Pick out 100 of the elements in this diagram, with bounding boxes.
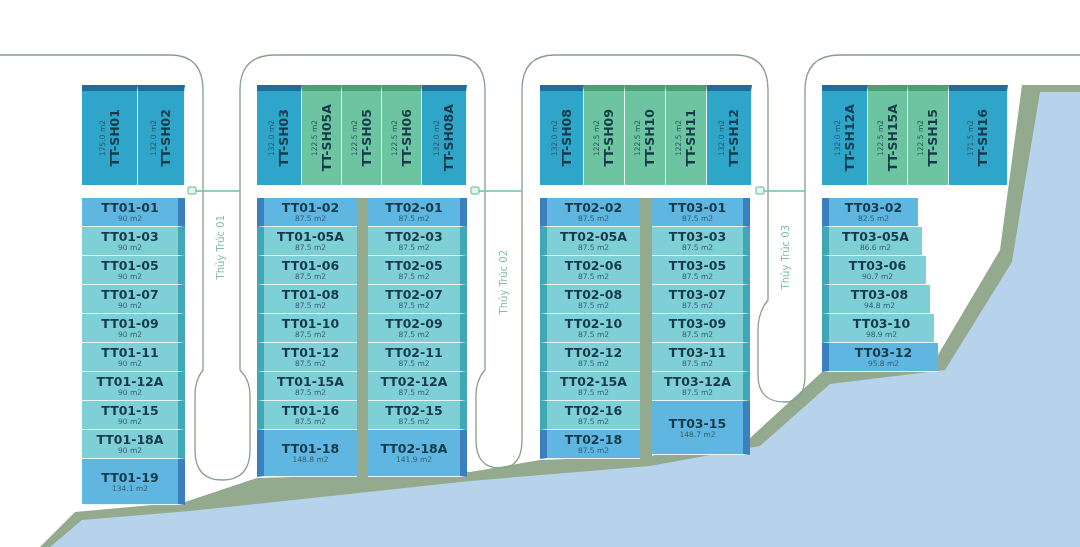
plot-code: TT03-03 — [668, 230, 727, 243]
housing-plot — [822, 285, 930, 314]
shophouse-plot — [822, 85, 868, 185]
shophouse-plot — [868, 85, 908, 185]
plot-code: TT01-02 — [281, 201, 340, 214]
plot-code: TT02-03 — [385, 230, 443, 243]
plot-code: TT03-08 — [850, 288, 909, 301]
plot-code: TT03-15 — [668, 416, 727, 430]
plot-code: TT-SH12 — [726, 109, 741, 167]
plot-code: TT01-12A — [96, 375, 164, 388]
plot-code: TT02-16 — [564, 404, 623, 417]
shophouse-plot — [540, 85, 584, 185]
plot-code: TT03-10 — [852, 317, 911, 330]
plot-code: TT02-05A — [560, 230, 627, 243]
plot-code: TT01-15A — [277, 375, 344, 388]
plot-code: TT02-15 — [385, 404, 443, 417]
plot-code: TT-SH08 — [558, 109, 574, 167]
plot-code: TT-SH15 — [925, 109, 940, 167]
housing-plot — [540, 430, 640, 459]
housing-plot — [257, 343, 357, 372]
plot-code: TT01-07 — [101, 288, 159, 301]
plot-code: TT-SH06 — [398, 109, 414, 167]
plot-code: TT03-05A — [842, 230, 909, 243]
housing-plot — [368, 227, 467, 256]
housing-plot — [540, 372, 640, 401]
housing-plot — [82, 256, 185, 285]
plot-code: TT-SH15A — [884, 104, 900, 172]
housing-plot — [540, 285, 640, 314]
housing-plot — [257, 285, 357, 314]
plot-code: TT-SH02 — [158, 109, 173, 167]
housing-plot — [822, 198, 918, 227]
shophouse-plot — [584, 85, 625, 185]
plot-code: TT-SH03 — [276, 109, 291, 167]
housing-plot — [652, 401, 750, 455]
housing-plot — [822, 343, 938, 372]
housing-plot — [257, 314, 357, 343]
housing-plot — [257, 372, 357, 401]
plot-code: TT-SH11 — [683, 109, 698, 167]
plot-code: TT01-16 — [281, 404, 340, 417]
plot-code: TT03-01 — [668, 201, 727, 214]
plot-code: TT01-18 — [281, 442, 340, 455]
housing-plot — [652, 372, 750, 401]
plot-code: TT03-12A — [664, 375, 731, 388]
housing-plot — [82, 372, 185, 401]
housing-plot — [652, 343, 750, 372]
plot-code: TT02-11 — [385, 346, 443, 359]
plot-code: TT02-12A — [380, 375, 448, 388]
plot-code: TT01-18A — [96, 433, 164, 446]
plot-code: TT-SH16 — [975, 109, 990, 167]
plot-code: TT02-15A — [560, 375, 627, 388]
plot-code: TT-SH10 — [642, 109, 657, 167]
plot-code: TT03-12 — [854, 346, 913, 359]
plot-code: TT-SH05A — [318, 104, 334, 172]
plot-code: TT03-02 — [844, 201, 903, 214]
housing-plot — [540, 198, 640, 227]
housing-plot — [82, 227, 185, 256]
housing-plot — [82, 198, 185, 227]
plot-code: TT02-12 — [564, 346, 623, 359]
shophouse-plot — [138, 85, 185, 185]
housing-plot — [368, 285, 467, 314]
plot-code: TT01-12 — [281, 346, 340, 359]
housing-plot — [652, 227, 750, 256]
housing-plot — [652, 198, 750, 227]
housing-plot — [82, 401, 185, 430]
plot-code: TT02-02 — [564, 201, 623, 214]
housing-plot — [257, 256, 357, 285]
housing-plot — [540, 256, 640, 285]
plot-code: TT-SH09 — [601, 109, 616, 167]
plot-code: TT01-08 — [281, 288, 340, 301]
plot-code: TT01-05A — [277, 230, 344, 243]
plot-code: TT02-10 — [564, 317, 623, 330]
shophouse-plot — [666, 85, 707, 185]
plot-code: TT01-15 — [101, 404, 159, 417]
plot-code: TT01-11 — [101, 346, 159, 359]
housing-plot — [82, 459, 185, 505]
plot-code: TT01-19 — [101, 470, 159, 484]
plot-code: TT02-07 — [385, 288, 443, 301]
housing-plot — [368, 256, 467, 285]
plot-code: TT-SH08A — [441, 104, 456, 172]
housing-plot — [368, 372, 467, 401]
shophouse-plot — [422, 85, 467, 185]
plot-code: TT02-06 — [564, 259, 623, 272]
housing-plot — [368, 314, 467, 343]
plot-code: TT03-11 — [668, 346, 727, 359]
plot-code: TT02-18A — [380, 442, 448, 455]
housing-plot — [540, 227, 640, 256]
housing-plot — [368, 343, 467, 372]
housing-plot — [82, 314, 185, 343]
housing-plot — [82, 430, 185, 459]
housing-plot — [822, 314, 934, 343]
road-name: Thủy Trúc 03 — [780, 225, 791, 290]
housing-plot — [652, 256, 750, 285]
housing-plot — [540, 343, 640, 372]
shophouse-plot — [949, 85, 1008, 185]
housing-plot — [368, 430, 467, 477]
housing-plot — [257, 401, 357, 430]
plot-code: TT03-06 — [848, 259, 907, 272]
plot-code: TT02-18 — [564, 433, 623, 446]
housing-plot — [652, 314, 750, 343]
plot-code: TT-SH12A — [841, 104, 857, 172]
